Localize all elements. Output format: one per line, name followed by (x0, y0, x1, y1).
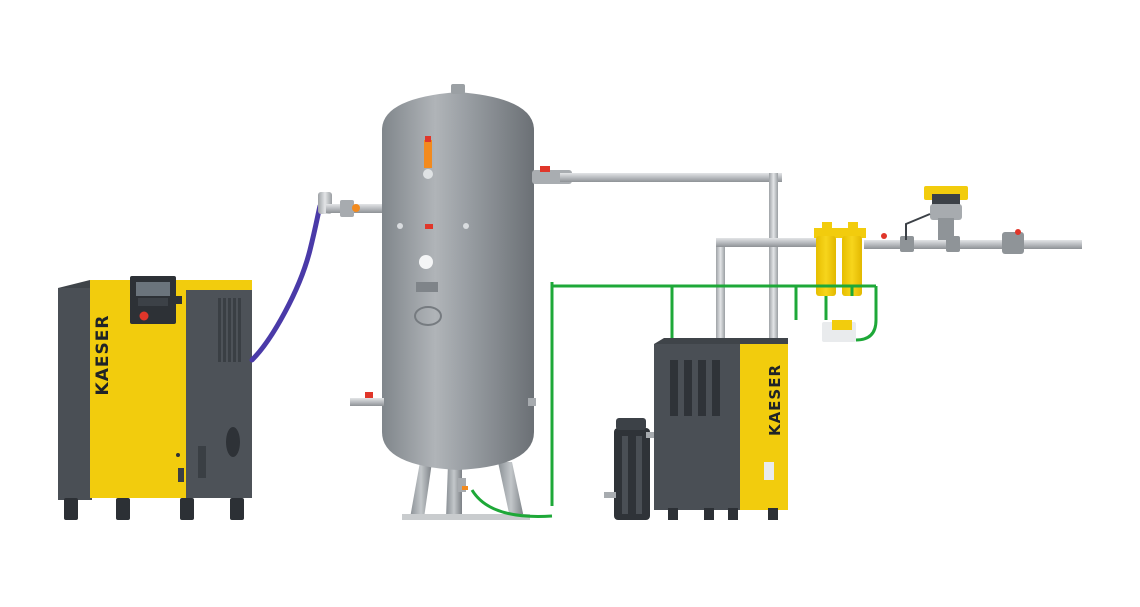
pipe-header-top (560, 173, 782, 182)
display-screen (136, 282, 170, 296)
condensate-drain-lines (470, 282, 878, 518)
compressor-brand-label: KAESER (93, 315, 113, 396)
pipe-up-from-dryer (716, 240, 725, 342)
compressor-top-yellow (186, 280, 252, 290)
pressure-gauge-icon (419, 255, 433, 269)
condensate-module (822, 320, 856, 342)
tank-base-plate (402, 514, 530, 520)
pipe-distribution-line (864, 240, 1082, 249)
actuated-valve (905, 186, 968, 240)
compressor-inlet (226, 427, 240, 457)
manhole-icon (414, 306, 442, 326)
tank-body (382, 92, 534, 470)
shutoff-valve-icon[interactable] (1015, 229, 1021, 235)
pipe-down-to-dryer (769, 173, 778, 345)
dryer-housing (654, 344, 740, 510)
oil-water-separator-icon (604, 418, 654, 520)
compressor-feet (64, 498, 244, 520)
compressor-discharge-hose (249, 203, 323, 363)
screw-compressor: KAESER (58, 276, 252, 520)
air-receiver-tank (350, 84, 536, 520)
compressor-side-panel (58, 288, 92, 500)
filter-2 (842, 236, 862, 296)
safety-valve-icon (424, 140, 432, 168)
dryer-feet (668, 508, 778, 520)
dryer-brand-label: KAESER (766, 364, 784, 436)
dryer-vent-grille (670, 360, 720, 416)
filter-1 (816, 236, 836, 296)
main-pipework (532, 166, 1082, 345)
inlet-valve-icon[interactable] (352, 204, 360, 212)
compressed-air-filters (814, 222, 866, 296)
compressor-vent-grille (218, 298, 241, 362)
refrigeration-dryer: KAESER (654, 338, 788, 520)
inlet-pipe-assembly (318, 192, 382, 217)
emergency-stop-icon[interactable] (139, 311, 149, 321)
dryer-front-panel (740, 344, 788, 510)
